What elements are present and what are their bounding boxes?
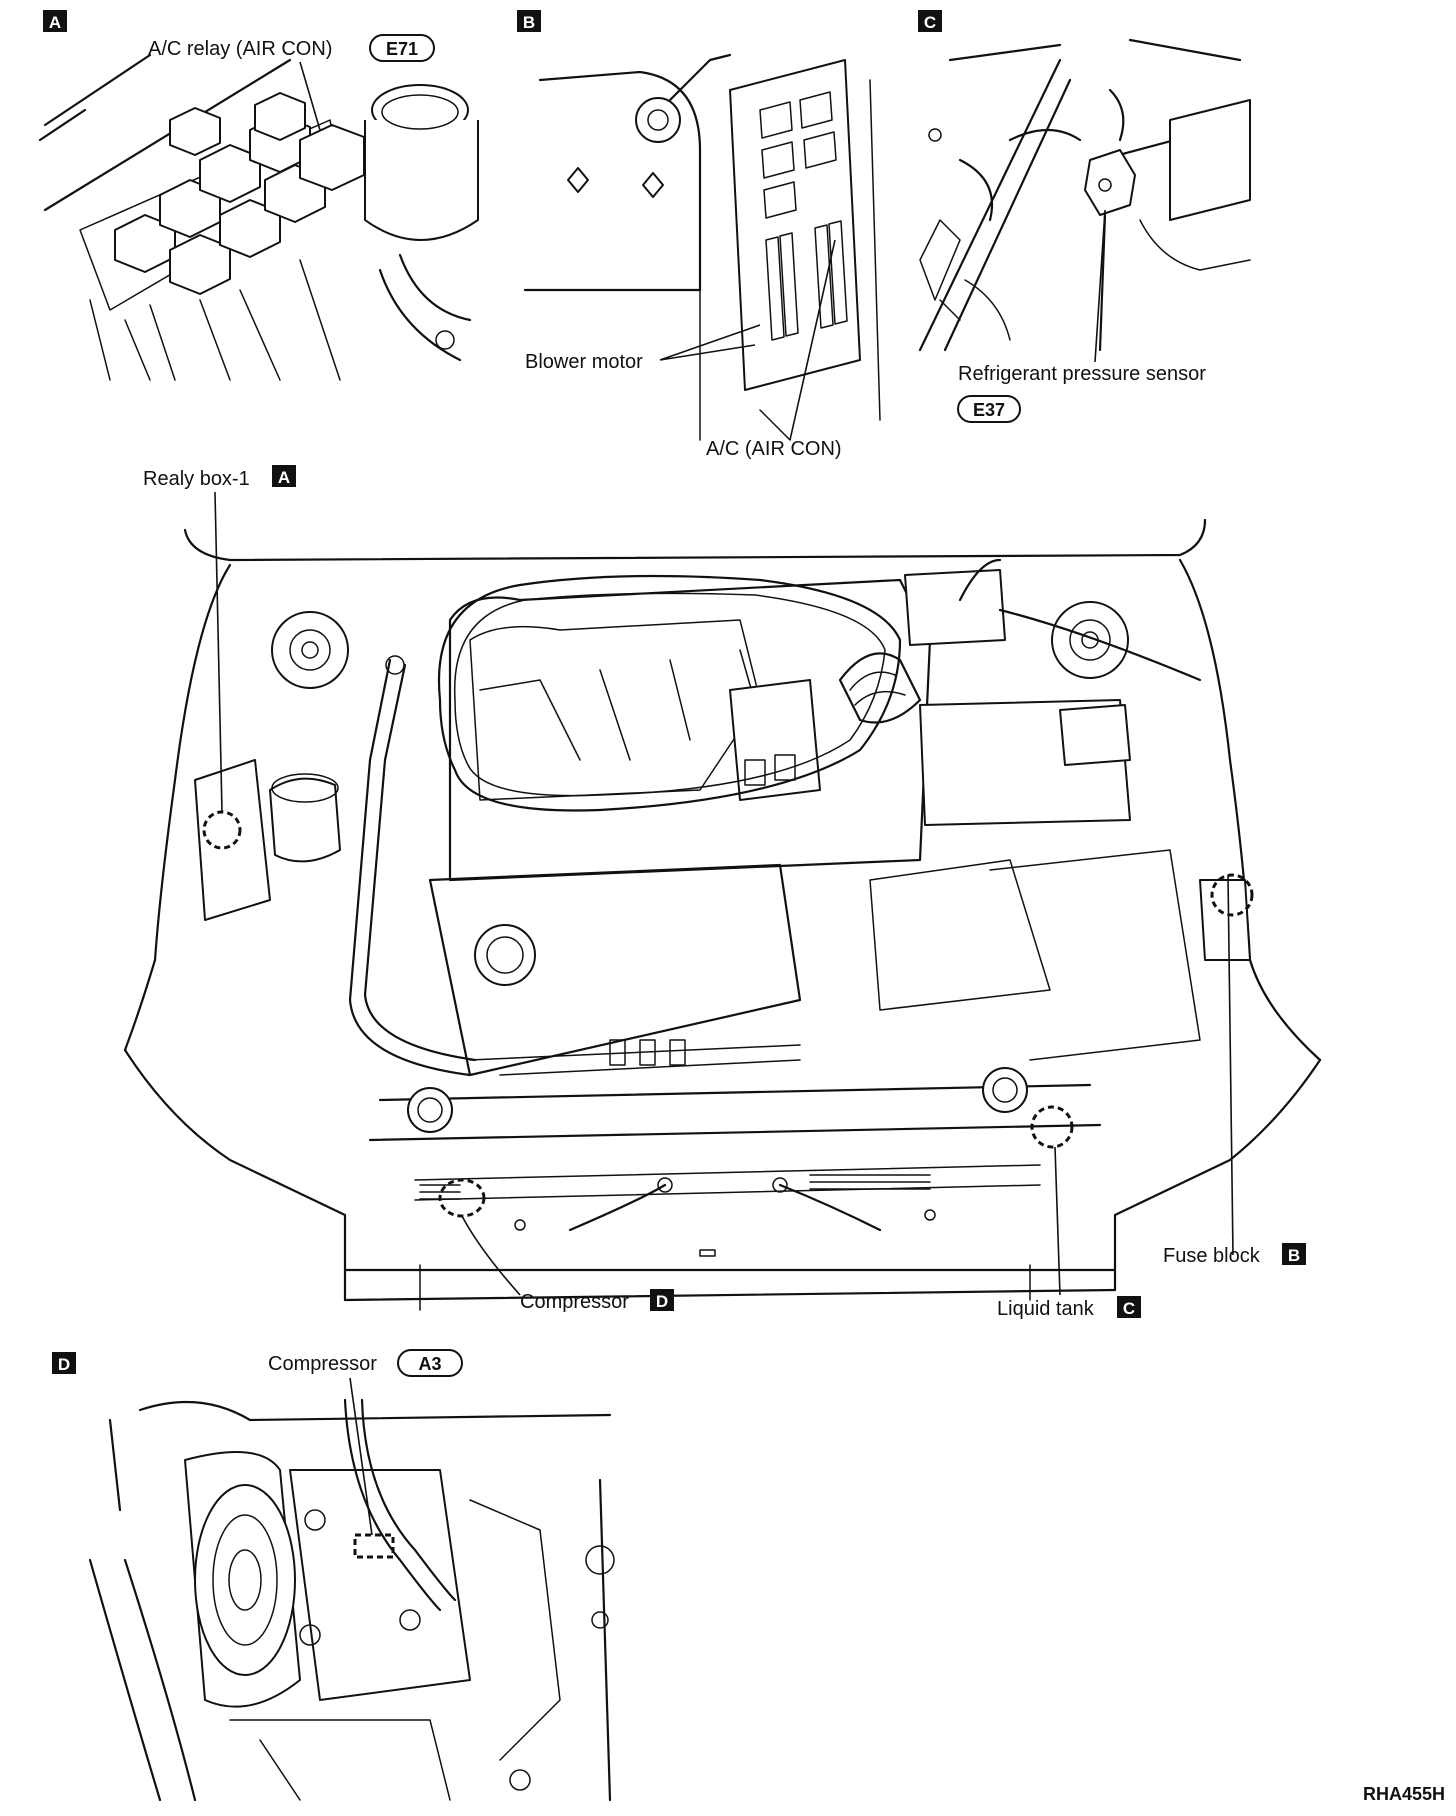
svg-text:Compressor: Compressor xyxy=(268,1353,377,1375)
svg-text:B: B xyxy=(1288,1246,1300,1265)
svg-text:D: D xyxy=(656,1292,668,1311)
panel-c-sensor-label: Refrigerant pressure sensor E37 xyxy=(957,209,1206,423)
svg-text:C: C xyxy=(1123,1299,1135,1318)
liquid-tank-label: Liquid tank C xyxy=(997,1296,1141,1320)
svg-text:A/C (AIR CON): A/C (AIR CON) xyxy=(706,438,842,460)
fuse-block-marker xyxy=(1210,873,1254,917)
panel-d-badge: D xyxy=(52,1352,76,1374)
engine-compartment-view: Realy box-1 A Fuse block B Liquid tank C… xyxy=(123,465,1322,1320)
compressor-label: Compressor D xyxy=(520,1289,674,1313)
svg-text:E37: E37 xyxy=(973,400,1005,420)
svg-text:C: C xyxy=(924,13,936,32)
svg-text:Realy box-1: Realy box-1 xyxy=(143,468,250,490)
panel-d-compressor-label: Compressor A3 xyxy=(268,1349,463,1536)
panel-c-sensor-drawing xyxy=(918,38,1252,352)
figure-code: RHA455H xyxy=(1363,1784,1445,1804)
panel-c: C Refrigerant pressure sensor E37 xyxy=(918,10,1252,423)
panel-b-fuse-drawing xyxy=(523,53,881,441)
panel-b-ac-fuse-label: A/C (AIR CON) xyxy=(706,239,842,460)
panel-b: B Blower motor A/C (AIR CON) xyxy=(517,10,881,460)
panel-d-compressor-drawing xyxy=(88,1398,615,1802)
panel-b-badge: B xyxy=(517,10,541,32)
fuse-block-label: Fuse block B xyxy=(1163,1243,1306,1267)
relay-box-1-label: Realy box-1 A xyxy=(143,465,296,490)
svg-text:Liquid tank: Liquid tank xyxy=(997,1298,1095,1320)
panel-a-badge: A xyxy=(43,10,67,32)
svg-text:B: B xyxy=(523,13,535,32)
svg-text:A/C relay (AIR CON): A/C relay (AIR CON) xyxy=(148,38,332,60)
svg-text:D: D xyxy=(58,1355,70,1374)
svg-text:Compressor: Compressor xyxy=(520,1291,629,1313)
panel-a-relay-drawing xyxy=(38,53,479,381)
panel-b-blower-motor-label: Blower motor xyxy=(525,324,761,373)
svg-text:Blower motor: Blower motor xyxy=(525,351,643,373)
svg-text:A: A xyxy=(49,13,61,32)
panel-a: A A/C relay (AIR CON) E71 xyxy=(38,10,479,381)
svg-text:Fuse block: Fuse block xyxy=(1163,1245,1261,1267)
svg-text:A3: A3 xyxy=(418,1354,441,1374)
panel-d: D Compressor A3 xyxy=(52,1349,615,1802)
svg-text:E71: E71 xyxy=(386,39,418,59)
svg-text:Refrigerant pressure sensor: Refrigerant pressure sensor xyxy=(958,363,1206,385)
panel-c-badge: C xyxy=(918,10,942,32)
svg-text:A: A xyxy=(278,468,290,487)
panel-a-relay-label: A/C relay (AIR CON) E71 xyxy=(148,34,435,131)
liquid-tank-marker xyxy=(1030,1105,1074,1149)
